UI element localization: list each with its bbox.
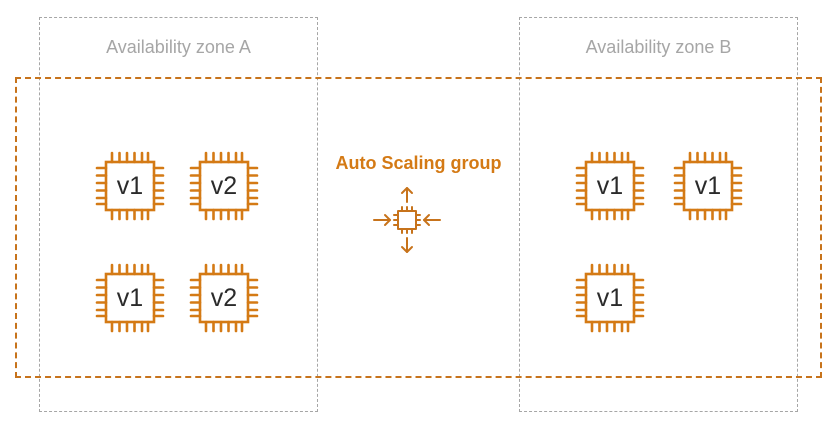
ec2-instance: v1 — [95, 263, 165, 333]
ec2-instance: v1 — [575, 151, 645, 221]
ec2-instance: v2 — [189, 151, 259, 221]
instance-version-label: v1 — [694, 172, 722, 200]
ec2-instance-icon — [189, 263, 259, 333]
instance-version-label: v1 — [116, 172, 144, 200]
instance-version-label: v1 — [596, 172, 624, 200]
auto-scaling-group-label: Auto Scaling group — [335, 153, 502, 173]
ec2-instance: v1 — [575, 263, 645, 333]
ec2-instance: v1 — [673, 151, 743, 221]
instance-version-label: v1 — [116, 284, 144, 312]
auto-scaling-icon — [371, 185, 443, 255]
ec2-instance-icon — [95, 151, 165, 221]
ec2-instance-icon — [189, 151, 259, 221]
ec2-instance: v2 — [189, 263, 259, 333]
ec2-instance-icon — [575, 263, 645, 333]
ec2-instance-icon — [575, 151, 645, 221]
ec2-instance-icon — [673, 151, 743, 221]
zone-b-label: Availability zone B — [585, 37, 732, 57]
ec2-instance: v1 — [95, 151, 165, 221]
instance-version-label: v1 — [596, 284, 624, 312]
instance-version-label: v2 — [210, 172, 238, 200]
auto-scaling-group-boundary — [15, 77, 822, 378]
availability-zone-b: Availability zone B — [519, 17, 798, 412]
ec2-instance-icon — [95, 263, 165, 333]
instance-version-label: v2 — [210, 284, 238, 312]
availability-zone-a: Availability zone A — [39, 17, 318, 412]
zone-a-label: Availability zone A — [106, 37, 251, 57]
